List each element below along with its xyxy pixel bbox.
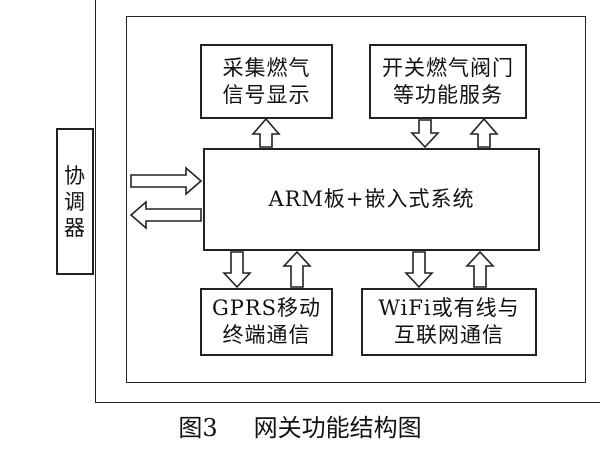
gprs-communication-box: GPRS移动 终端通信 xyxy=(200,288,333,356)
wifi-internet-box: WiFi或有线与 互联网通信 xyxy=(361,288,537,356)
figure-caption: 图3 网关功能结构图 xyxy=(0,405,600,445)
arrow-arm-to-switch xyxy=(469,117,499,148)
coordinator-label: 协 调 器 xyxy=(64,163,86,240)
gateway-inner-frame xyxy=(126,16,586,383)
arrow-wifi-to-arm xyxy=(465,250,495,288)
collect-gas-signal-box: 采集燃气 信号显示 xyxy=(200,44,333,119)
gateway-outer-frame xyxy=(95,0,600,403)
arm-board-label: ARM板+嵌入式系统 xyxy=(268,187,475,211)
arrow-arm-to-gprs xyxy=(222,251,252,289)
coordinator-box: 协 调 器 xyxy=(56,128,94,275)
arrow-gprs-to-arm xyxy=(282,250,312,288)
switch-gas-valve-box: 开关燃气阀门 等功能服务 xyxy=(369,44,527,119)
arm-board-box: ARM板+嵌入式系统 xyxy=(203,148,540,251)
arrow-coordinator-to-arm xyxy=(130,166,203,196)
arrow-arm-to-collect xyxy=(251,117,281,148)
arrow-arm-to-wifi xyxy=(404,251,434,289)
switch-gas-valve-label: 开关燃气阀门 等功能服务 xyxy=(382,55,514,107)
arrow-switch-to-arm xyxy=(410,119,440,149)
collect-gas-signal-label: 采集燃气 信号显示 xyxy=(222,55,311,107)
gprs-communication-label: GPRS移动 终端通信 xyxy=(211,296,322,347)
arrow-arm-to-coordinator xyxy=(129,200,202,230)
figure-number: 图3 xyxy=(178,413,218,442)
wifi-internet-label: WiFi或有线与 互联网通信 xyxy=(378,296,520,347)
figure-title: 网关功能结构图 xyxy=(253,413,422,442)
